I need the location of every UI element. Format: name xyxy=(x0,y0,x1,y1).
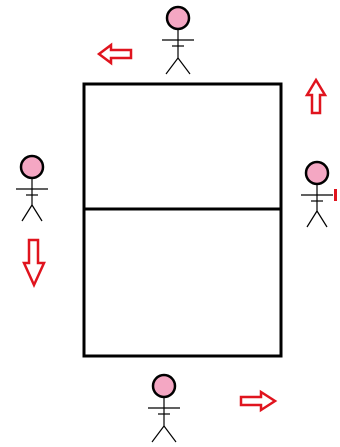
arrow-down-icon xyxy=(22,238,46,289)
stick-figure-icon xyxy=(162,5,194,75)
arrow-up-icon xyxy=(304,77,328,115)
arrow-left-icon xyxy=(96,42,133,66)
court-boundary xyxy=(82,82,283,358)
court xyxy=(82,82,283,358)
stick-figure-icon xyxy=(16,154,48,222)
right-figure-marker xyxy=(334,189,337,201)
arrow-right-icon xyxy=(239,389,278,413)
stick-figure-icon xyxy=(301,160,333,228)
stick-figure-icon xyxy=(148,373,180,443)
